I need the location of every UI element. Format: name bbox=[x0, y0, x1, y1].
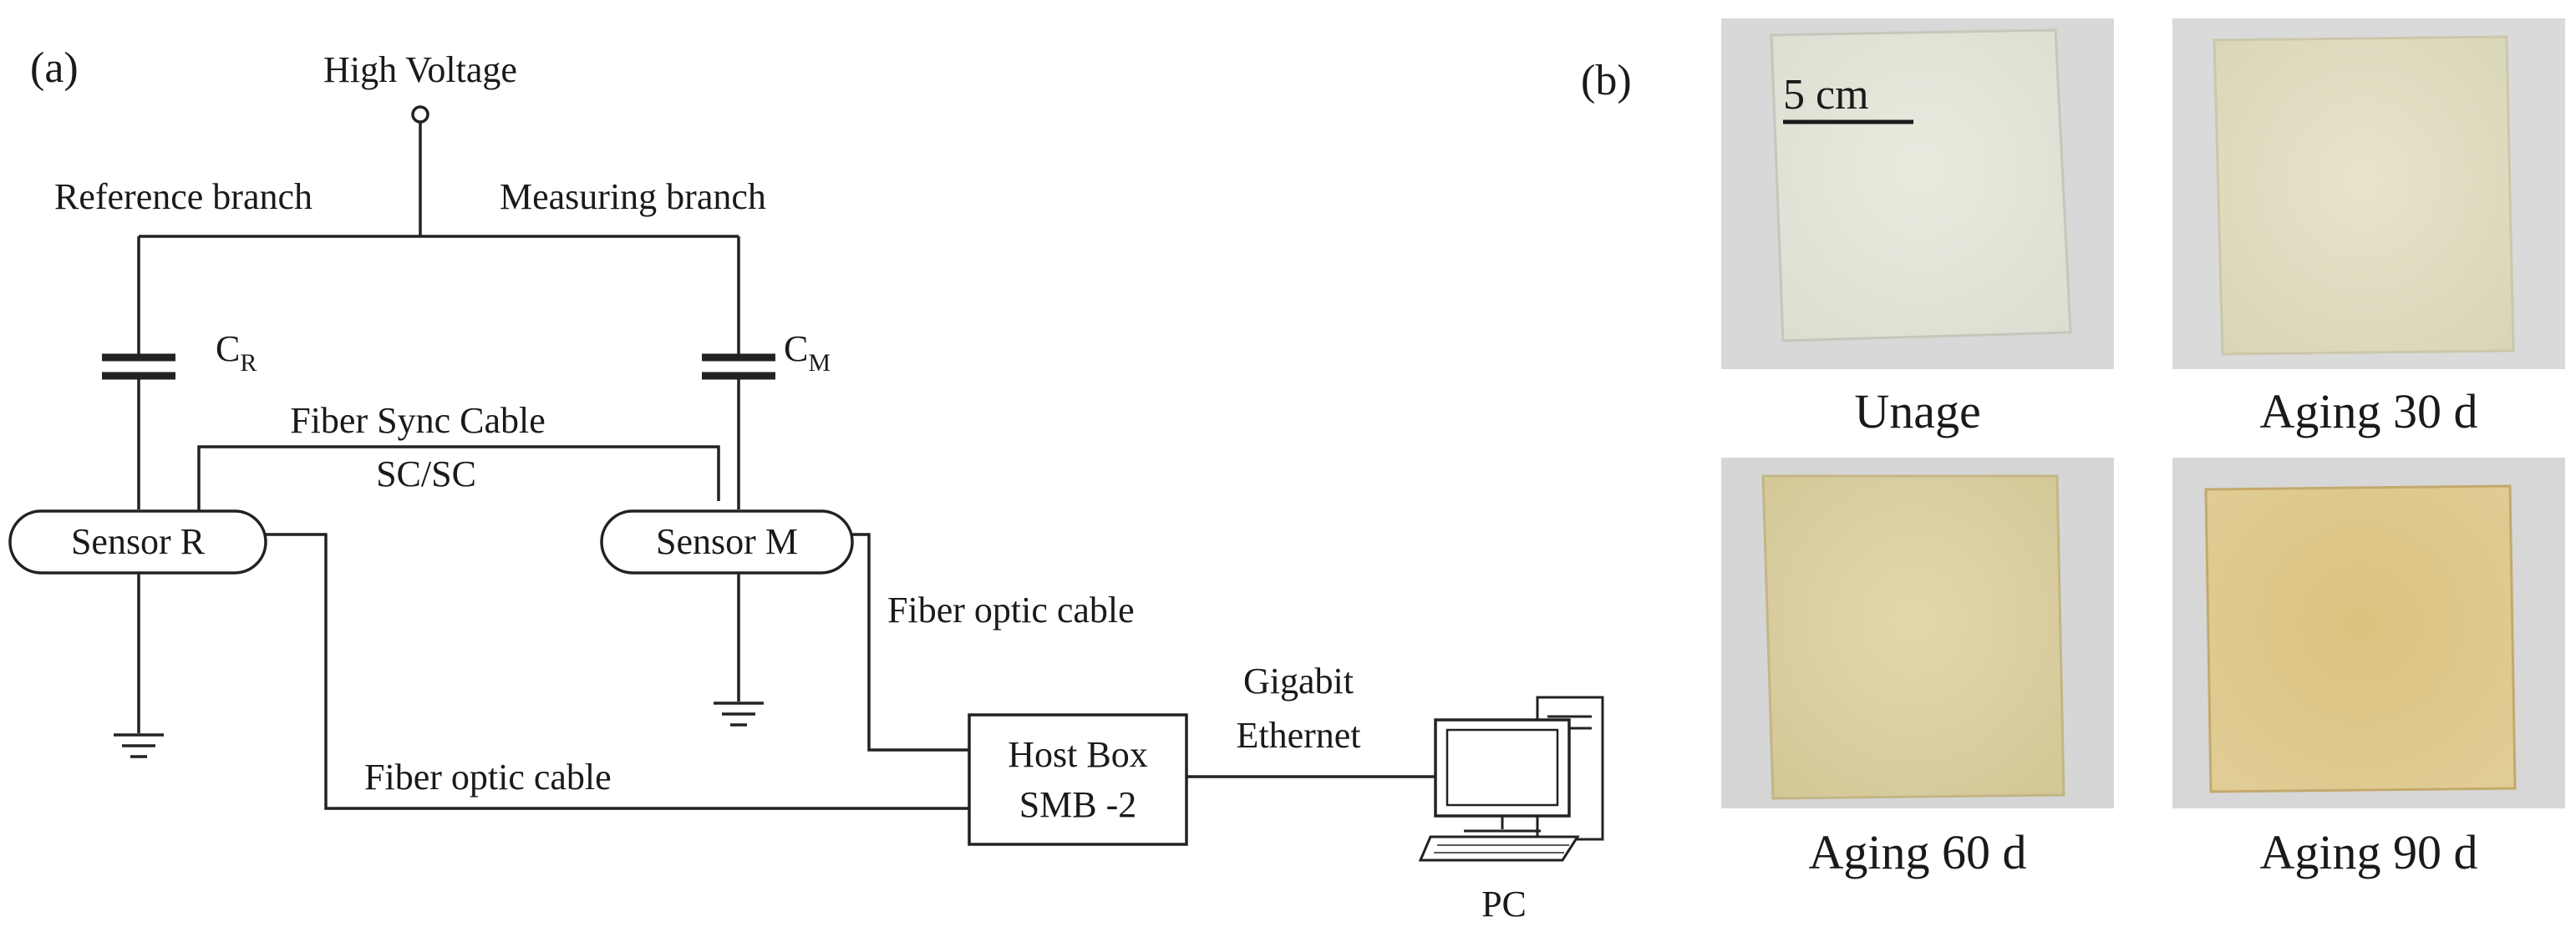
sample-caption-unage: Unage bbox=[1854, 384, 1980, 438]
measuring-branch-label: Measuring branch bbox=[500, 176, 766, 217]
sensor-m-box bbox=[600, 509, 854, 575]
panel-b-label: (b) bbox=[1581, 57, 1632, 104]
capacitor-cm-label: CM bbox=[784, 328, 831, 377]
fiber-optic-cable-bottom-label: Fiber optic cable bbox=[364, 757, 612, 798]
sensor-m-label: Sensor M bbox=[656, 521, 798, 562]
ground-icon-m bbox=[714, 702, 764, 727]
reference-branch-label: Reference branch bbox=[54, 176, 312, 217]
sample-photo-unage: 5 cm bbox=[1721, 18, 2114, 369]
fiber-sync-cable-label: Fiber Sync Cable bbox=[290, 400, 546, 441]
sample-caption-aging-30d: Aging 30 d bbox=[2260, 384, 2478, 438]
high-voltage-terminal-icon bbox=[411, 105, 429, 124]
pc-label: PC bbox=[1481, 884, 1527, 924]
sample-caption-aging-60d: Aging 60 d bbox=[1809, 825, 2027, 879]
fiber-optic-cable-r-wire bbox=[266, 533, 969, 810]
capacitor-cm-icon bbox=[702, 353, 775, 380]
scale-bar-label: 5 cm bbox=[1783, 71, 1869, 119]
fiber-optic-cable-m-wire bbox=[852, 533, 969, 752]
host-box-line2: SMB -2 bbox=[1019, 784, 1137, 825]
ground-icon-r bbox=[114, 733, 164, 758]
panel-b: (b) 5 cm Unage Aging 30 d Aging 60 d Agi… bbox=[1581, 18, 2565, 879]
high-voltage-label: High Voltage bbox=[323, 49, 517, 90]
capacitor-cr-icon bbox=[102, 353, 175, 380]
host-box bbox=[968, 713, 1188, 846]
capacitor-cr-label: CR bbox=[216, 328, 257, 377]
fiber-sync-cable-wire bbox=[197, 445, 720, 511]
pc-icon bbox=[1418, 696, 1604, 862]
sample-photo-aging-60d bbox=[1721, 458, 2114, 808]
sensor-r-label: Sensor R bbox=[71, 521, 206, 562]
sample-photo-aging-90d bbox=[2172, 458, 2565, 808]
fiber-optic-cable-top-label: Fiber optic cable bbox=[887, 590, 1135, 631]
ethernet-label: Ethernet bbox=[1236, 715, 1360, 756]
panel-a: (a) High Voltage Reference branch Measur… bbox=[8, 44, 1604, 924]
sample-photo-aging-30d bbox=[2172, 18, 2565, 369]
gigabit-label: Gigabit bbox=[1243, 661, 1354, 702]
sample-caption-aging-90d: Aging 90 d bbox=[2260, 825, 2478, 879]
host-box-line1: Host Box bbox=[1008, 734, 1147, 775]
panel-a-label: (a) bbox=[30, 44, 79, 92]
sc-sc-label: SC/SC bbox=[376, 453, 476, 494]
